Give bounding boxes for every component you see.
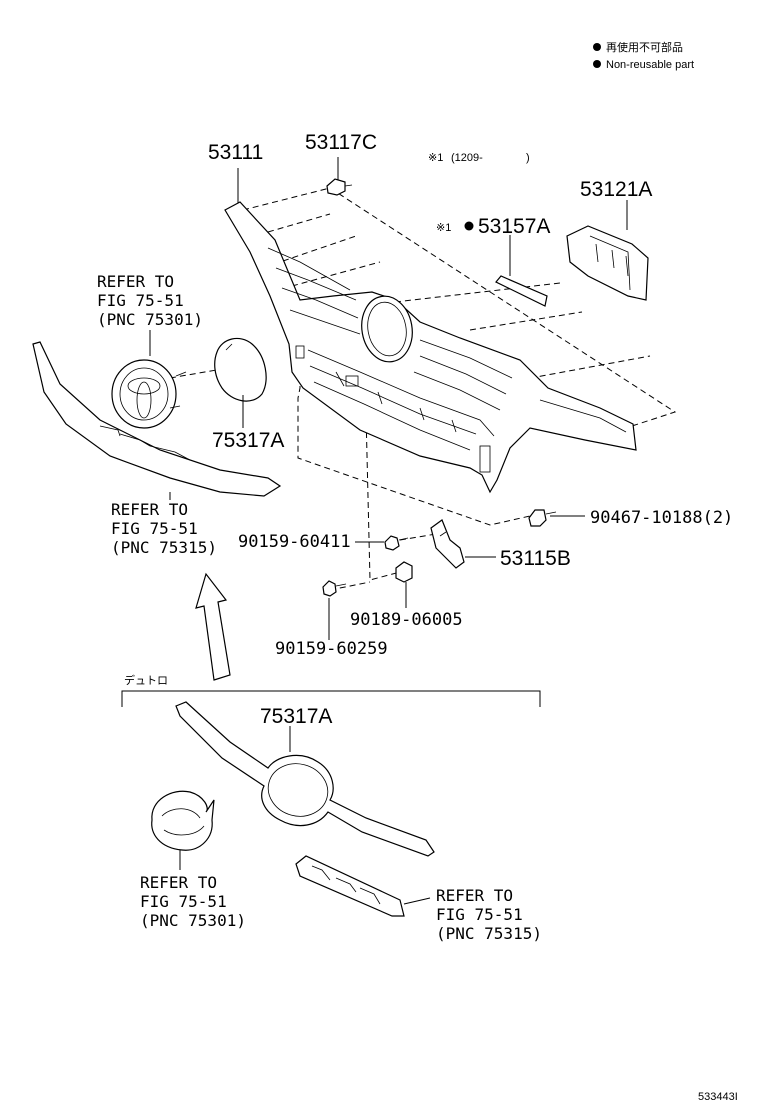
footnote-mark: ※1: [428, 152, 443, 164]
legend: 再使用不可部品 Non-reusable part: [593, 40, 694, 71]
legend-en-label: Non-reusable part: [606, 59, 694, 71]
callout-90467-10188: 90467-10188(2): [590, 508, 733, 528]
callout-90189-06005: 90189-06005: [350, 610, 463, 630]
refer-note-emblem-top: REFER TO FIG 75-51 (PNC 75301): [97, 272, 203, 329]
callout-75317a: 75317A: [212, 429, 284, 452]
hybrid-molding-left: [32, 341, 282, 497]
bolt-90467-10188: [528, 509, 557, 527]
assembly-arrow-icon: [195, 572, 231, 681]
emblem-plate-75317a: [214, 337, 267, 402]
refer-line: FIG 75-51: [436, 905, 523, 924]
alt-emblem-lower: [151, 790, 215, 851]
side-cover-53121a: [566, 225, 649, 301]
callout-53117c: 53117C: [305, 131, 377, 154]
callout-mark-53157a: ※1: [436, 222, 451, 234]
callout-75317a-alt: 75317A: [260, 705, 332, 728]
leader-lines: [149, 157, 628, 905]
refer-line: REFER TO: [97, 272, 174, 291]
non-reusable-dot-icon: [464, 221, 474, 231]
variant-bracket: [121, 690, 541, 707]
callout-90159-60259: 90159-60259: [275, 639, 388, 659]
screw-90159-60259: [322, 580, 347, 597]
refer-line: FIG 75-51: [140, 892, 227, 911]
drawing-id: 533443I: [698, 1091, 738, 1103]
callout-90159-60411: 90159-60411: [238, 532, 351, 552]
variant-section: デュトロ: [121, 673, 541, 707]
refer-note-molding-left: REFER TO FIG 75-51 (PNC 75315): [111, 500, 217, 557]
footnote-range-close: ): [526, 152, 530, 164]
clip-53117c: [326, 178, 353, 196]
alt-emblem-plate-75317a: 75317A: [175, 701, 435, 857]
screw-90159-60411: [384, 535, 409, 551]
refer-line: REFER TO: [140, 873, 217, 892]
refer-note-emblem-bottom: REFER TO FIG 75-51 (PNC 75301): [140, 873, 246, 930]
footnote-range: (1209-: [451, 152, 483, 164]
callout-53121a: 53121A: [580, 178, 652, 201]
hybrid-badge-lower: [295, 855, 405, 917]
radiator-grille-53111: [224, 201, 637, 494]
refer-line: REFER TO: [111, 500, 188, 519]
non-reusable-dot-icon: [593, 60, 601, 68]
legend-jp-label: 再使用不可部品: [606, 40, 683, 54]
callout-53157a: 53157A: [478, 215, 550, 238]
refer-line: FIG 75-51: [97, 291, 184, 310]
refer-line: FIG 75-51: [111, 519, 198, 538]
toyota-emblem-top: [111, 359, 187, 429]
refer-note-hybrid-bottom: REFER TO FIG 75-51 (PNC 75315): [436, 886, 542, 943]
assembly-dash-lines: [169, 187, 677, 591]
upper-molding-53157a: [495, 275, 548, 307]
footnote: ※1 (1209- ): [428, 152, 530, 164]
nut-90189-06005: [395, 561, 413, 583]
refer-line: (PNC 75301): [97, 310, 203, 329]
non-reusable-dot-icon: [593, 43, 601, 51]
callout-53111: 53111: [208, 141, 263, 164]
callout-53115b: 53115B: [500, 547, 571, 570]
refer-line: (PNC 75315): [111, 538, 217, 557]
bracket-53115b: [430, 519, 465, 569]
refer-line: (PNC 75301): [140, 911, 246, 930]
refer-line: REFER TO: [436, 886, 513, 905]
refer-line: (PNC 75315): [436, 924, 542, 943]
callout-labels: 53111 53117C 53121A ※1 53157A 75317A 904…: [208, 131, 733, 659]
variant-label: デュトロ: [124, 673, 168, 687]
